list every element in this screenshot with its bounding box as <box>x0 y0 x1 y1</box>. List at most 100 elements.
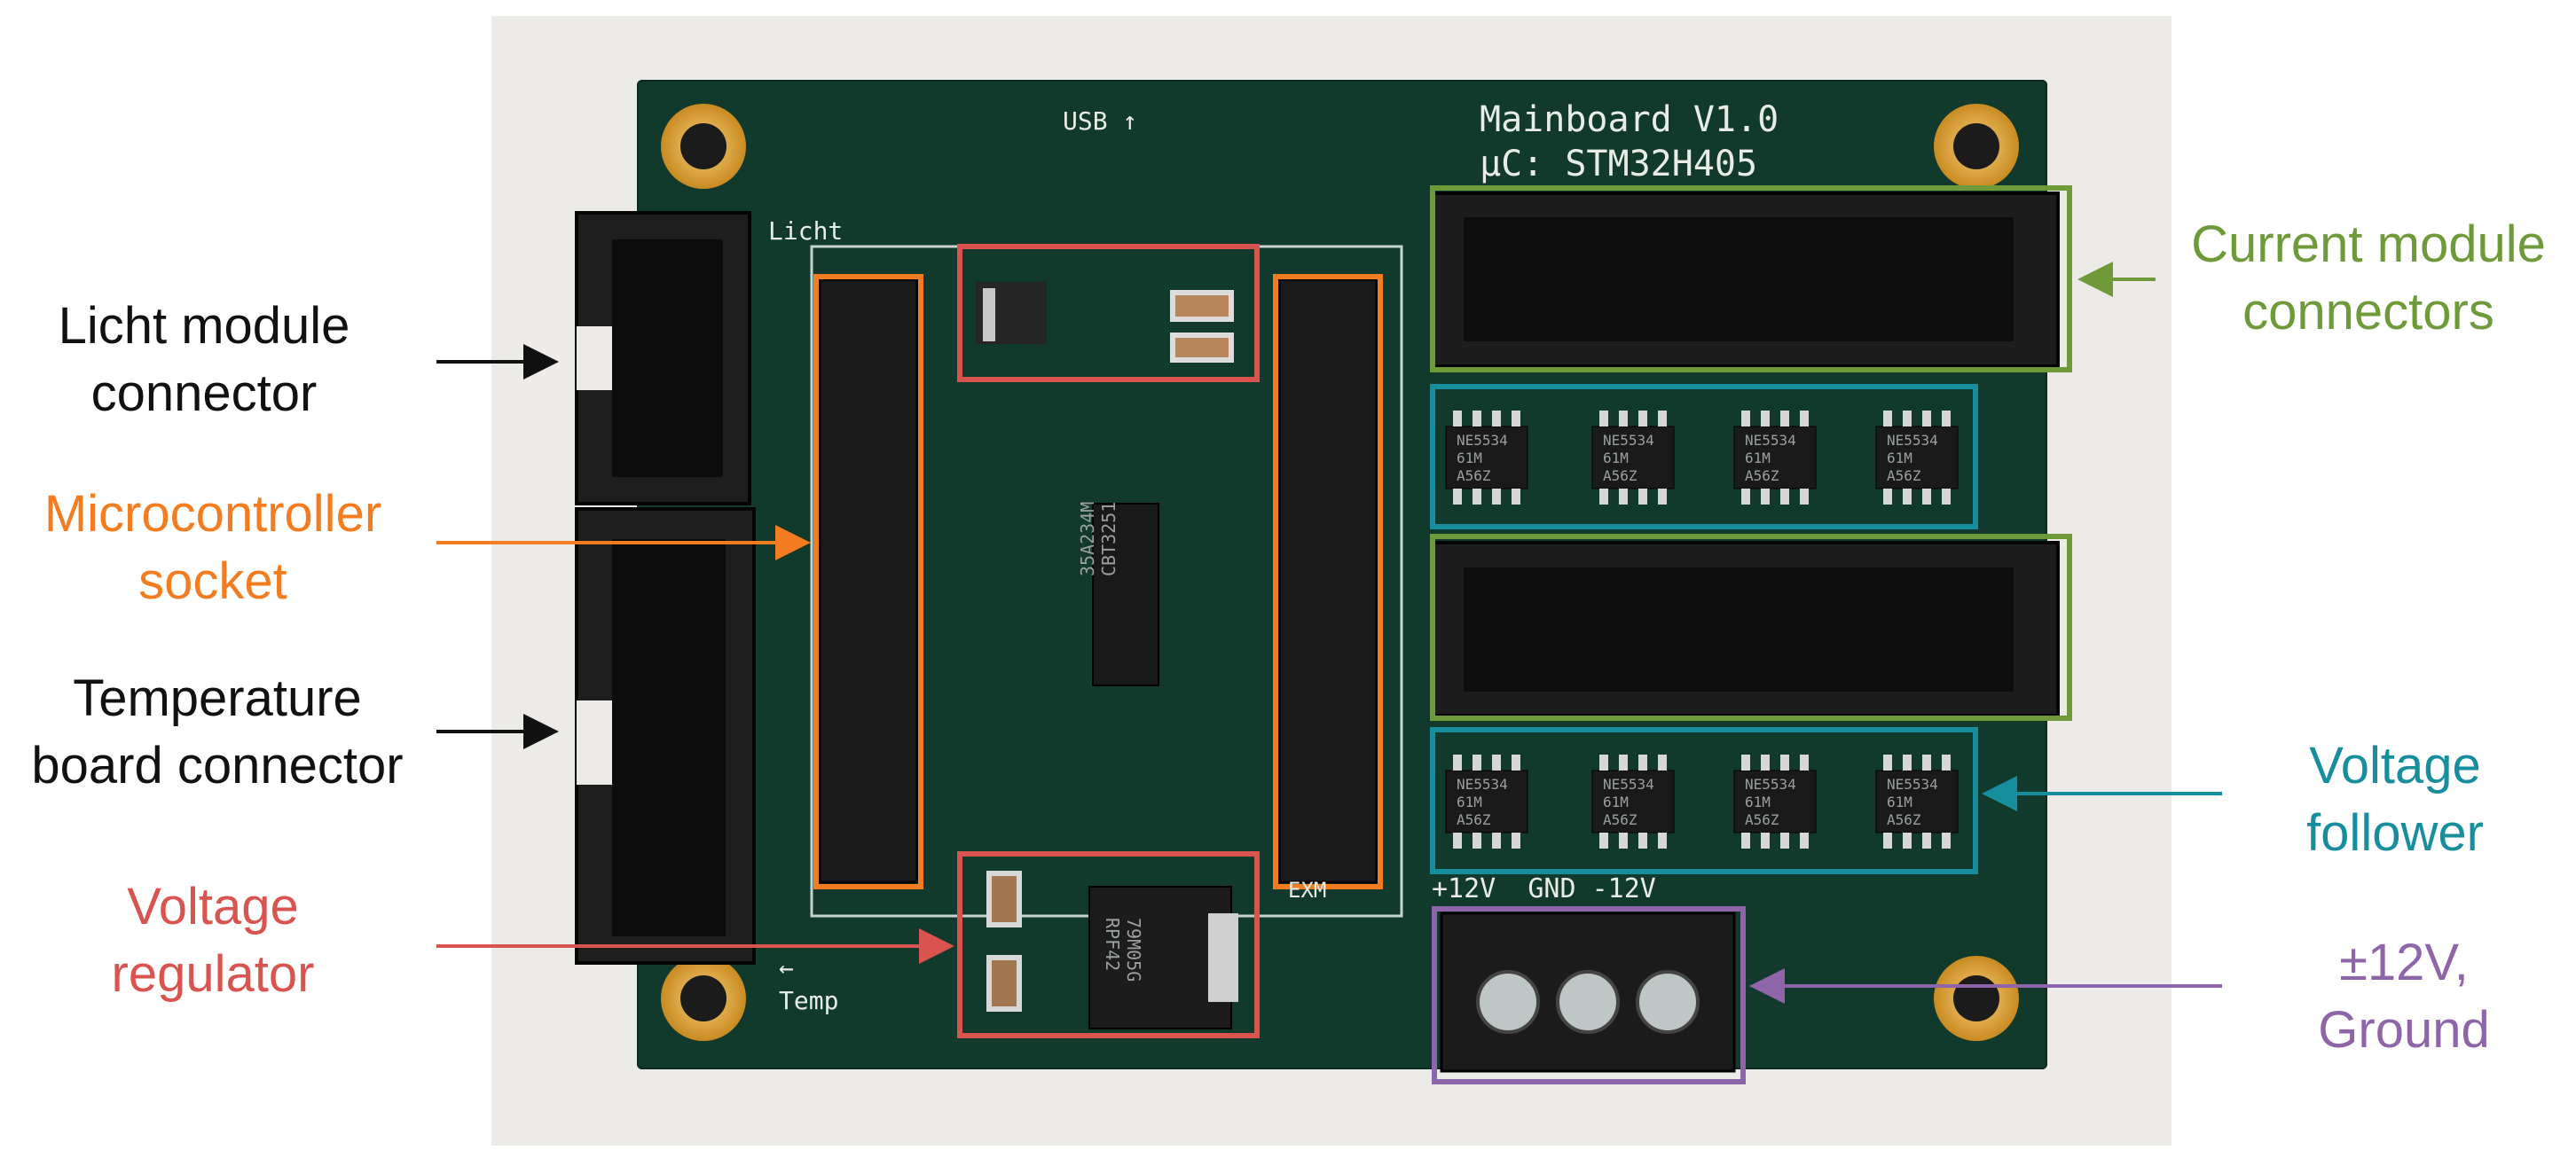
main-ic <box>1092 503 1159 686</box>
opamp-pin <box>1512 489 1520 505</box>
opamp-pin <box>1883 755 1892 771</box>
opamp-chip <box>1733 426 1817 489</box>
opamp-pin <box>1599 489 1608 505</box>
opamp-pin <box>1473 489 1481 505</box>
opamp-pin <box>1942 489 1951 505</box>
bottom-regulator-components <box>986 871 1238 1029</box>
opamp-marking: 61M <box>1457 794 1482 810</box>
opamp-pin <box>1512 411 1520 426</box>
top-regulator-highlight <box>957 244 1260 382</box>
opamp-marking: 61M <box>1887 450 1912 466</box>
opamp-pin <box>1922 489 1931 505</box>
opamp-marking: NE5534 <box>1603 776 1654 793</box>
opamp-marking: 61M <box>1603 794 1629 810</box>
opamp-pin <box>1761 833 1770 849</box>
opamp-pin <box>1942 411 1951 426</box>
opamp-pin <box>1453 833 1462 849</box>
opamp-pin <box>1658 755 1667 771</box>
voltage-follower-highlight-bottom <box>1430 727 1978 874</box>
board-title-line1: Mainboard V1.0 <box>1480 99 1779 140</box>
opamp-pin <box>1658 411 1667 426</box>
opamp-chip <box>1591 770 1675 833</box>
opamp-pin <box>1942 755 1951 771</box>
power-terminal-block <box>1440 912 1736 1073</box>
opamp-pin <box>1761 755 1770 771</box>
power-terminal-highlight <box>1432 906 1746 1084</box>
opamp-chip <box>1445 426 1528 489</box>
opamp-pin <box>1492 489 1501 505</box>
current-connector-top <box>1431 192 2060 368</box>
opamp-chip <box>1875 770 1959 833</box>
opamp-marking: A56Z <box>1603 467 1637 484</box>
opamp-pin <box>1741 489 1750 505</box>
mounting-holes <box>661 104 2019 1041</box>
regulator-ic-marking-2: RPF42 <box>1102 918 1123 972</box>
opamp-marking: A56Z <box>1457 811 1491 828</box>
mcu-socket-highlight-right <box>1273 274 1383 889</box>
opamp-pin <box>1903 833 1912 849</box>
opamp-pin <box>1638 489 1647 505</box>
board-title-line2: µC: STM32H405 <box>1480 144 1758 184</box>
opamp-marking: A56Z <box>1603 811 1637 828</box>
opamp-pin <box>1922 411 1931 426</box>
regulator-ic-marking-1: 79M05G <box>1123 918 1144 982</box>
opamp-chips <box>1445 411 1959 849</box>
opamp-pin <box>1761 489 1770 505</box>
opamp-pin <box>1512 755 1520 771</box>
opamp-pin <box>1922 833 1931 849</box>
opamp-pin <box>1741 755 1750 771</box>
opamp-pin <box>1780 755 1789 771</box>
opamp-pin <box>1741 833 1750 849</box>
opamp-pin <box>1453 489 1462 505</box>
opamp-pin <box>1512 833 1520 849</box>
opamp-marking: A56Z <box>1887 811 1921 828</box>
licht-connector <box>575 211 751 505</box>
opamp-marking: NE5534 <box>1745 432 1796 449</box>
main-ic-marking-2: CBT3251 <box>1098 501 1119 576</box>
opamp-marking: NE5534 <box>1887 776 1938 793</box>
current-module-highlight-bottom <box>1430 534 2072 721</box>
opamp-pin <box>1800 489 1809 505</box>
opamp-pin <box>1619 489 1628 505</box>
opamp-marking: 61M <box>1887 794 1912 810</box>
current-connector-bottom <box>1431 541 2060 717</box>
opamp-pin <box>1453 755 1462 771</box>
opamp-pin <box>1780 489 1789 505</box>
opamp-pin <box>1903 755 1912 771</box>
opamp-marking: A56Z <box>1745 467 1779 484</box>
opamp-pin <box>1741 411 1750 426</box>
opamp-marking: NE5534 <box>1603 432 1654 449</box>
temperature-connector <box>575 507 756 965</box>
opamp-pin <box>1473 755 1481 771</box>
opamp-pin <box>1492 833 1501 849</box>
temp-silk-arrow: ← <box>779 953 794 982</box>
opamp-pin <box>1599 755 1608 771</box>
opamp-pin <box>1492 755 1501 771</box>
opamp-marking: A56Z <box>1887 467 1921 484</box>
opamp-marking: 61M <box>1745 450 1771 466</box>
opamp-pin <box>1473 411 1481 426</box>
usb-label: USB ↑ <box>1063 106 1138 136</box>
opamp-pin <box>1599 833 1608 849</box>
mcu-header-right <box>1277 278 1378 884</box>
opamp-pin <box>1638 411 1647 426</box>
opamp-marking: 61M <box>1745 794 1771 810</box>
opamp-pin <box>1638 755 1647 771</box>
opamp-chip <box>1445 770 1528 833</box>
voltage-follower-highlight-top <box>1430 384 1978 529</box>
bottom-regulator-highlight <box>957 851 1260 1038</box>
opamp-marking: 61M <box>1457 450 1482 466</box>
licht-silk-label: Licht <box>768 216 844 246</box>
opamp-pin <box>1619 833 1628 849</box>
opamp-pin <box>1883 411 1892 426</box>
opamp-pin <box>1599 411 1608 426</box>
exm-silk-label: EXM <box>1288 878 1327 903</box>
opamp-pin <box>1922 755 1931 771</box>
opamp-pin <box>1800 833 1809 849</box>
opamp-pin <box>1903 489 1912 505</box>
